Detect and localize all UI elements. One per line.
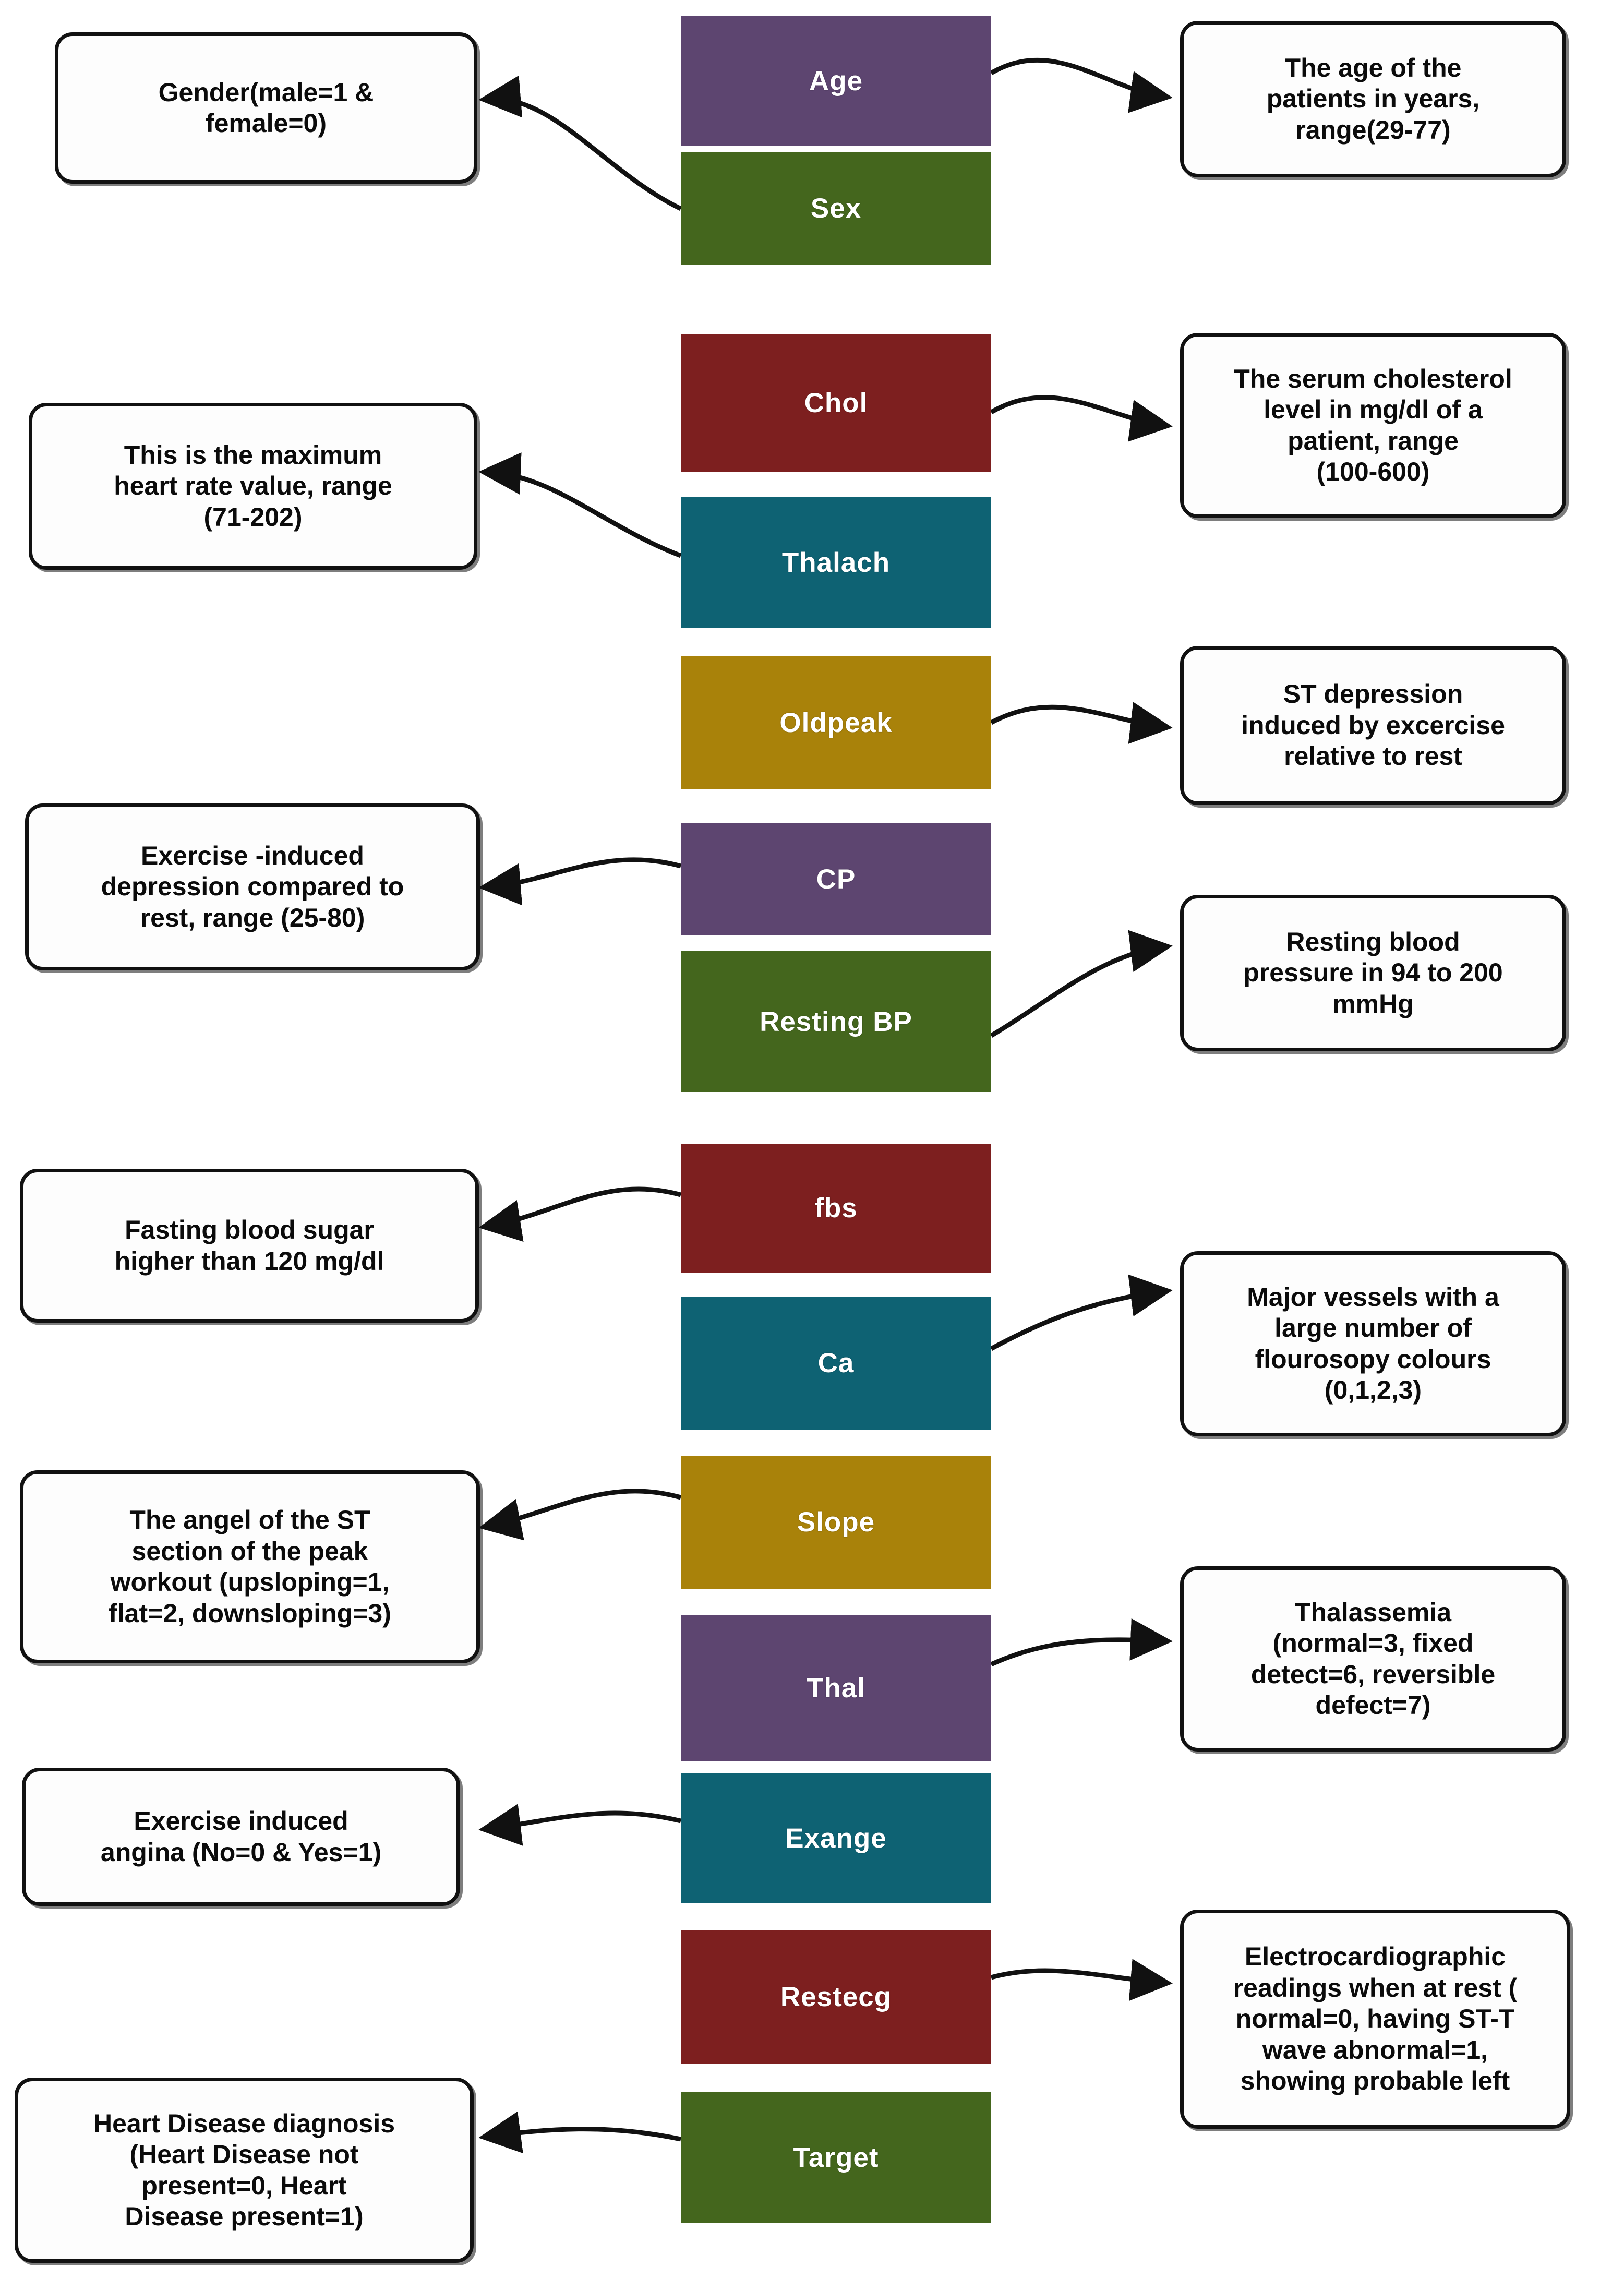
desc-box-restecg: Electrocardiographic readings when at re… xyxy=(1180,1910,1570,2129)
feature-label-target: Target xyxy=(793,2142,879,2173)
feature-block-ca-real[interactable]: Ca xyxy=(681,1297,991,1430)
desc-text-cp: Exercise -induced depression compared to… xyxy=(101,841,404,932)
feature-label-slope: Slope xyxy=(797,1507,875,1538)
desc-text-exange: Exercise induced angina (No=0 & Yes=1) xyxy=(100,1806,382,1867)
feature-block-chol[interactable]: Chol xyxy=(681,334,991,472)
arrow-thal xyxy=(990,1618,1173,1667)
feature-label-restecg: Restecg xyxy=(780,1982,892,2012)
feature-label-chol: Chol xyxy=(804,388,868,418)
desc-box-fbs: Fasting blood sugar higher than 120 mg/d… xyxy=(20,1169,479,1323)
feature-block-resting-bp[interactable]: Resting BP xyxy=(681,951,991,1092)
desc-box-thal: Thalassemia (normal=3, fixed detect=6, r… xyxy=(1180,1566,1566,1752)
arrow-oldpeak xyxy=(990,702,1173,744)
desc-text-slope: The angel of the ST section of the peak … xyxy=(109,1505,391,1628)
desc-text-target: Heart Disease diagnosis (Heart Disease n… xyxy=(93,2108,395,2232)
desc-text-ca: Major vessels with a large number of flo… xyxy=(1247,1282,1499,1405)
desc-box-age: The age of the patients in years, range(… xyxy=(1180,21,1566,177)
arrow-thalach xyxy=(478,452,682,558)
feature-label-ca: Ca xyxy=(817,1348,855,1378)
desc-text-chol: The serum cholesterol level in mg/dl of … xyxy=(1234,364,1512,487)
feature-block-slope[interactable]: Slope xyxy=(681,1456,991,1589)
desc-box-ca: Major vessels with a large number of flo… xyxy=(1180,1251,1566,1436)
feature-label-thal: Thal xyxy=(807,1672,865,1704)
desc-box-cp: Exercise -induced depression compared to… xyxy=(25,803,480,970)
arrow-chol xyxy=(990,395,1173,442)
arrow-fbs xyxy=(478,1186,682,1242)
feature-block-restecg[interactable]: Restecg xyxy=(681,1930,991,2064)
feature-block-sex[interactable]: Sex xyxy=(681,152,991,265)
arrow-restecg xyxy=(990,1959,1173,2001)
arrow-exange xyxy=(478,1804,682,1846)
desc-box-exange: Exercise induced angina (No=0 & Yes=1) xyxy=(22,1768,460,1906)
desc-text-thalach: This is the maximum heart rate value, ra… xyxy=(114,440,392,532)
desc-box-sex: Gender(male=1 & female=0) xyxy=(55,32,477,184)
desc-box-oldpeak: ST depression induced by excercise relat… xyxy=(1180,646,1566,805)
feature-block-exange[interactable]: Exange xyxy=(681,1773,991,1903)
desc-box-chol: The serum cholesterol level in mg/dl of … xyxy=(1180,333,1566,518)
desc-text-fbs: Fasting blood sugar higher than 120 mg/d… xyxy=(114,1215,384,1276)
desc-text-resting-bp: Resting blood pressure in 94 to 200 mmHg xyxy=(1243,927,1503,1018)
arrow-age xyxy=(990,57,1173,113)
feature-block-fbs[interactable]: fbs xyxy=(681,1144,991,1273)
desc-text-thal: Thalassemia (normal=3, fixed detect=6, r… xyxy=(1250,1597,1496,1720)
feature-label-exange: Exange xyxy=(785,1822,887,1854)
feature-label-sex: Sex xyxy=(810,193,862,224)
arrow-target xyxy=(478,2111,681,2154)
feature-label-thalach: Thalach xyxy=(781,547,891,578)
arrow-resting-bp xyxy=(990,930,1173,1038)
feature-block-target[interactable]: Target xyxy=(681,2092,991,2223)
feature-block-thal[interactable]: Thal xyxy=(681,1615,991,1761)
desc-text-restecg: Electrocardiographic readings when at re… xyxy=(1233,1942,1518,2096)
feature-label-oldpeak: Oldpeak xyxy=(779,707,893,738)
arrow-slope xyxy=(478,1489,682,1541)
desc-text-oldpeak: ST depression induced by excercise relat… xyxy=(1241,679,1505,771)
feature-block-oldpeak[interactable]: Oldpeak xyxy=(681,656,991,789)
feature-block-thalach[interactable]: Thalach xyxy=(681,497,991,628)
feature-label-resting-bp: Resting BP xyxy=(760,1006,912,1037)
feature-label-cp: CP xyxy=(816,864,856,895)
desc-box-resting-bp: Resting blood pressure in 94 to 200 mmHg xyxy=(1180,895,1566,1051)
arrow-cp xyxy=(478,857,682,906)
desc-box-thalach: This is the maximum heart rate value, ra… xyxy=(29,403,477,570)
desc-box-slope: The angel of the ST section of the peak … xyxy=(20,1470,480,1663)
desc-text-age: The age of the patients in years, range(… xyxy=(1266,53,1480,145)
arrow-ca xyxy=(990,1274,1173,1351)
feature-label-fbs: fbs xyxy=(814,1193,858,1224)
desc-box-target: Heart Disease diagnosis (Heart Disease n… xyxy=(15,2078,474,2263)
arrow-sex xyxy=(478,75,682,211)
feature-label-age: Age xyxy=(809,65,863,97)
feature-block-age[interactable]: Age xyxy=(681,16,991,146)
desc-text-sex: Gender(male=1 & female=0) xyxy=(158,77,374,138)
feature-block-cp[interactable]: CP xyxy=(681,823,991,935)
